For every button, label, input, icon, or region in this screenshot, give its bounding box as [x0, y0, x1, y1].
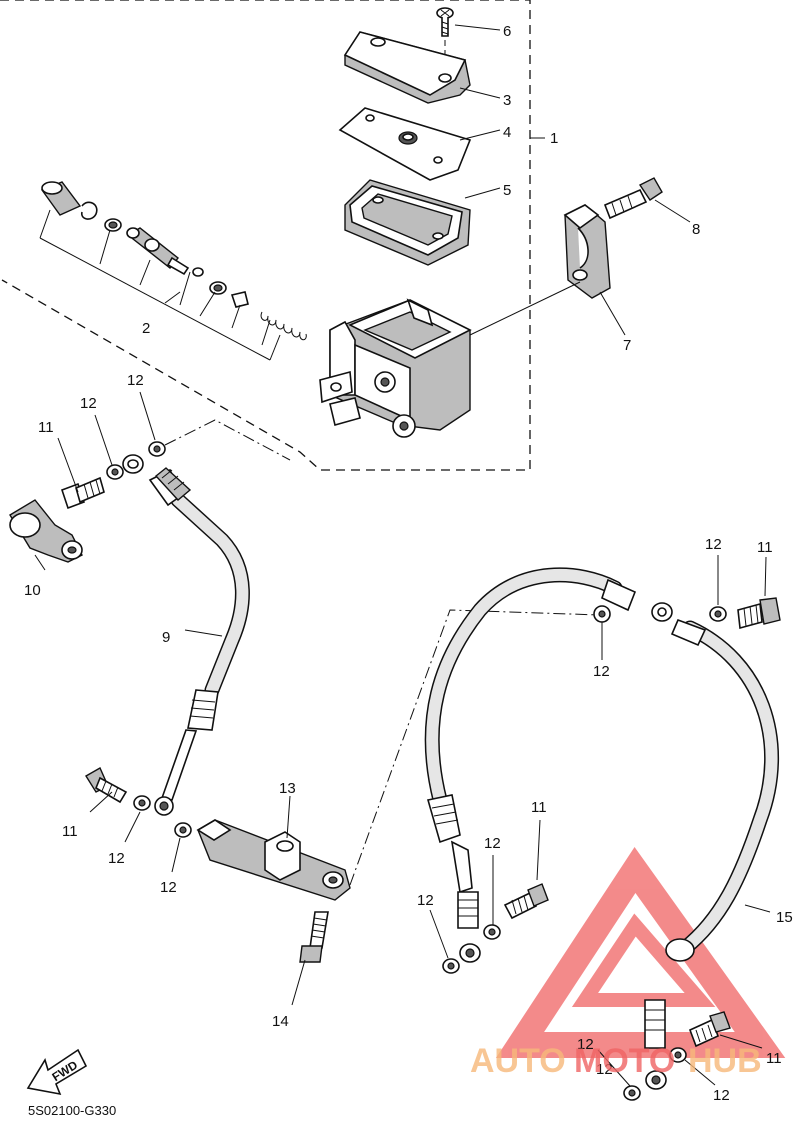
callout-3: 3 [503, 92, 511, 109]
callout-14: 14 [272, 1013, 289, 1030]
right-brake-hoses [424, 567, 780, 1090]
callout-11e: 11 [766, 1050, 782, 1067]
callout-6: 6 [503, 23, 511, 40]
callout-12d: 12 [160, 879, 177, 896]
callout-15: 15 [776, 909, 793, 926]
assembly-boundary [0, 0, 531, 471]
bolt-cover [9, 499, 83, 563]
clamp-bolt [603, 177, 663, 220]
callout-12i: 12 [577, 1036, 594, 1053]
callout-12j: 12 [713, 1087, 730, 1104]
callout-12h: 12 [417, 892, 434, 909]
callout-12a: 12 [127, 372, 144, 389]
watermark-hub: HUB [688, 1042, 762, 1080]
right-lower-banjo-set [442, 883, 731, 1101]
right-upper-banjo-set [593, 597, 781, 630]
callout-7: 7 [623, 337, 631, 354]
callout-labels: 6 3 4 1 5 8 7 2 12 12 11 10 9 13 11 12 1… [24, 23, 793, 1104]
handlebar-holder [563, 204, 611, 299]
master-cylinder-body [319, 298, 472, 438]
diaphragm-gasket [344, 179, 471, 266]
leader-lines [34, 24, 771, 1087]
watermark-text: AUTO MOTO HUB [470, 1042, 762, 1080]
callout-12b: 12 [80, 395, 97, 412]
diaphragm-plate [338, 107, 472, 181]
callout-11c: 11 [757, 539, 773, 556]
callout-11d: 11 [531, 799, 547, 816]
callout-12c: 12 [108, 850, 125, 867]
reservoir-cap [343, 31, 471, 104]
hose-joint [196, 819, 351, 901]
callout-12k: 12 [596, 1061, 613, 1078]
callout-2: 2 [142, 320, 150, 337]
watermark-auto: AUTO [470, 1042, 566, 1080]
callout-1: 1 [550, 130, 558, 147]
fwd-arrow-icon: FWD [26, 1048, 88, 1096]
callout-8: 8 [692, 221, 700, 238]
callout-13: 13 [279, 780, 296, 797]
joint-bolt [299, 911, 329, 963]
piston-kit [39, 181, 307, 361]
callout-12g: 12 [484, 835, 501, 852]
watermark-logo [495, 847, 786, 1058]
diagram-code: 5S02100-G330 [28, 1103, 117, 1118]
upper-left-banjo-set [60, 441, 166, 510]
callout-11a: 11 [38, 419, 54, 436]
callout-12e: 12 [705, 536, 722, 553]
callout-10: 10 [24, 582, 41, 599]
callout-5: 5 [503, 182, 511, 199]
watermark-moto: MOTO [574, 1042, 675, 1080]
callout-12f: 12 [593, 663, 610, 680]
callout-9: 9 [162, 629, 170, 646]
left-brake-hose [148, 467, 250, 816]
callout-4: 4 [503, 124, 511, 141]
callout-11b: 11 [62, 823, 78, 840]
lower-left-banjo-set [85, 767, 192, 838]
